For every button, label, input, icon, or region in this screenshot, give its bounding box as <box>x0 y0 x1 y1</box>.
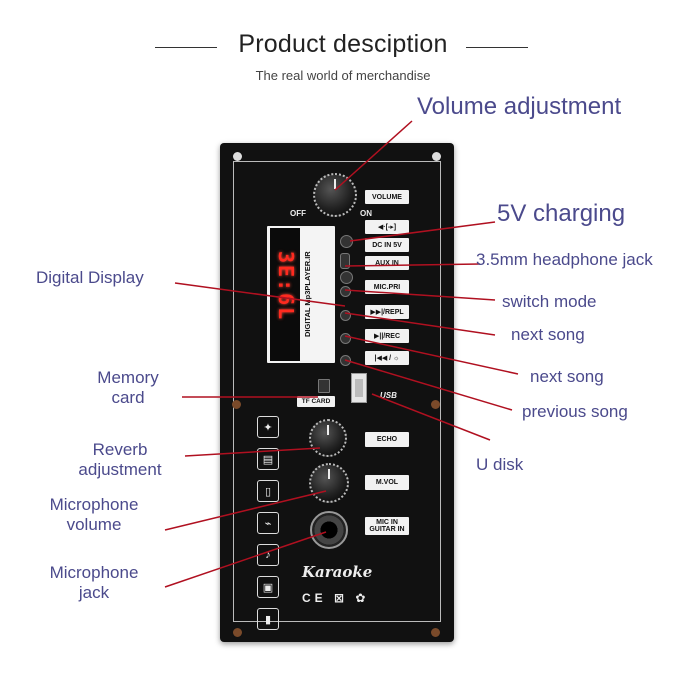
callout-next-song-1: next song <box>511 325 585 344</box>
callout-headphone-jack: 3.5mm headphone jack <box>476 250 653 269</box>
phone-icon: ▯ <box>257 480 279 502</box>
bluetooth-icon: ✦ <box>257 416 279 438</box>
callout-memory-card: Memory card <box>86 368 170 409</box>
mic-volume-knob[interactable] <box>309 463 349 503</box>
on-label: ON <box>360 209 372 218</box>
led-digits: 3E:6L <box>274 250 298 322</box>
dc-in-label: DC IN 5V <box>365 238 409 252</box>
mic-in-label: MIC IN GUITAR IN <box>365 517 409 535</box>
callout-switch-mode: switch mode <box>502 292 597 311</box>
led-display: 3E:6L <box>270 228 300 361</box>
callout-digital-display: Digital Display <box>36 268 144 287</box>
callout-u-disk: U disk <box>476 455 524 474</box>
callout-5v-charging: 5V charging <box>497 200 626 227</box>
ce-mark: CE <box>302 591 327 605</box>
mvol-label: M.VOL <box>365 475 409 490</box>
callout-volume-adjustment: Volume adjustment <box>417 93 622 120</box>
play-rec-button[interactable] <box>340 333 351 344</box>
karaoke-logo: Karaoke <box>302 563 373 581</box>
volume-knob[interactable] <box>313 173 357 217</box>
mic-pri-label: MIC.PRI <box>365 280 409 294</box>
certification-marks: CE ⊠ ✿ <box>302 591 370 605</box>
callout-mic-volume-line2: volume <box>66 515 122 535</box>
microphone-icon: ♪ <box>257 544 279 566</box>
callout-reverb-adjustment: Reverb adjustment <box>64 440 176 481</box>
off-label: OFF <box>290 209 306 218</box>
radio-icon: ▤ <box>257 448 279 470</box>
rec-label: ▶||/REC <box>365 329 409 343</box>
echo-label: ECHO <box>365 432 409 447</box>
prev-button[interactable] <box>340 355 351 366</box>
guitar-in-text: GUITAR IN <box>369 526 405 533</box>
sd-card-icon: ▣ <box>257 576 279 598</box>
next-repl-button[interactable] <box>340 310 351 321</box>
page-subtitle: The real world of merchandise <box>255 68 431 83</box>
tf-card-label: TF CARD <box>297 396 335 407</box>
volume-label: VOLUME <box>365 190 409 204</box>
usb-icon: ⌁ <box>257 512 279 534</box>
repl-label: ▶▶|/REPL <box>365 305 409 319</box>
screw-top-right <box>432 152 441 161</box>
screw-top-left <box>233 152 242 161</box>
callout-microphone-volume: Microphone volume <box>38 495 150 536</box>
callout-memory-card-line1: Memory <box>97 368 159 387</box>
headphone-jack-port[interactable] <box>340 235 353 248</box>
usb-port[interactable] <box>351 373 367 403</box>
aux-in-label: AUX IN <box>365 256 409 270</box>
callout-reverb-line1: Reverb <box>92 440 148 459</box>
screw-mid-left <box>232 400 241 409</box>
callout-mic-jack-line2: jack <box>78 583 110 603</box>
battery-icon: ▮ <box>257 608 279 630</box>
screw-bottom-right <box>431 628 440 637</box>
callout-reverb-line2: adjustment <box>78 460 162 480</box>
prev-label: |◀◀ / ☼ <box>365 351 409 365</box>
mic-in-text: MIC IN <box>376 519 398 526</box>
screw-bottom-left <box>233 628 242 637</box>
callout-microphone-jack: Microphone jack <box>38 563 150 604</box>
display-strip: 3E:6L DIGITAL Mp3PLAYER.IR <box>267 226 335 363</box>
aux-in-port[interactable] <box>340 271 353 284</box>
callout-memory-card-line2: card <box>111 388 145 408</box>
screw-mid-right <box>431 400 440 409</box>
callout-mic-jack-line1: Microphone <box>49 563 139 582</box>
page-title: Product desciption <box>238 30 448 58</box>
charging-port[interactable] <box>340 253 350 269</box>
callout-previous-song: previous song <box>522 402 628 421</box>
usb-label: USB <box>380 391 397 400</box>
player-model-text: DIGITAL Mp3PLAYER.IR <box>303 251 312 337</box>
callout-next-song-2: next song <box>530 367 604 386</box>
title-rule-right <box>466 47 528 48</box>
mode-button[interactable] <box>340 286 351 297</box>
title-rule-left <box>155 47 217 48</box>
headphone-symbol-label: ◀·[-▸] <box>365 220 409 234</box>
callout-mic-volume-line1: Microphone <box>49 495 139 514</box>
mic-jack-socket[interactable] <box>310 511 348 549</box>
amplifier-board-panel: OFF ON VOLUME ◀·[-▸] DC IN 5V AUX IN MIC… <box>220 143 454 642</box>
tf-card-slot[interactable] <box>318 379 330 393</box>
echo-knob[interactable] <box>309 419 347 457</box>
